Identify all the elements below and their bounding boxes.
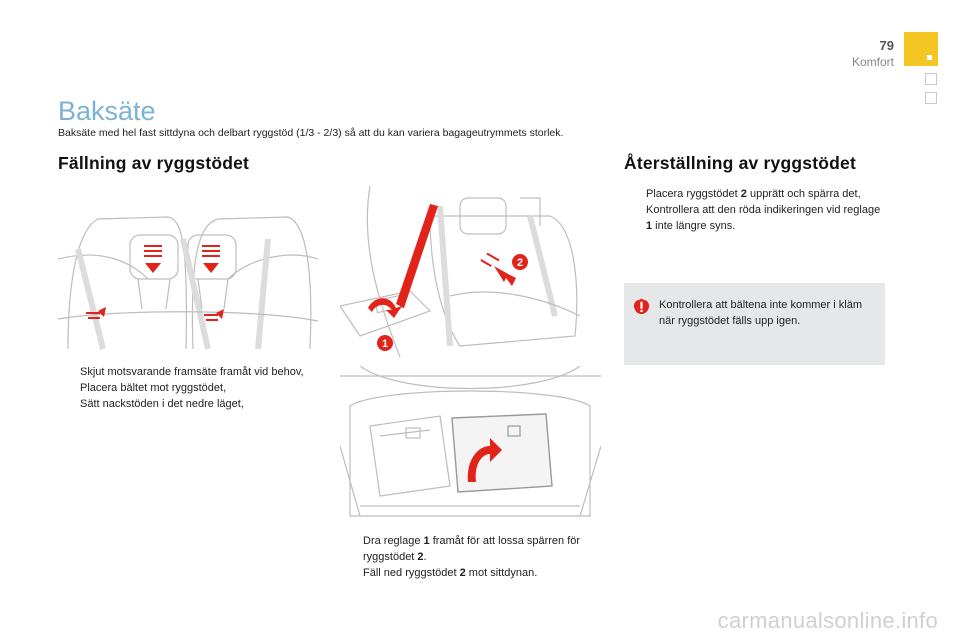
callout-label-2: 2 bbox=[517, 257, 523, 269]
callout-label-1: 1 bbox=[382, 338, 388, 350]
list-item: Placera ryggstödet 2 upprätt och spärra … bbox=[646, 188, 861, 200]
list-item: Dra reglage 1 framåt för att lossa spärr… bbox=[363, 535, 581, 563]
list-item: Fäll ned ryggstödet 2 mot sittdynan. bbox=[363, 567, 538, 579]
chapter-tab[interactable] bbox=[925, 92, 937, 104]
fold-steps-list: Skjut motsvarande framsäte framåt vid be… bbox=[58, 364, 308, 412]
list-item: Skjut motsvarande framsäte framåt vid be… bbox=[80, 366, 304, 378]
section-heading-restore: Återställning av ryggstödet bbox=[624, 153, 856, 173]
warning-note-text: Kontrollera att bältena inte kommer i kl… bbox=[659, 299, 862, 327]
illustration-headrests bbox=[58, 189, 318, 357]
illustration-folded-seat bbox=[340, 366, 601, 525]
list-item: Sätt nackstöden i det nedre läget, bbox=[80, 398, 244, 410]
restore-steps-list: Placera ryggstödet 2 upprätt och spärra … bbox=[624, 186, 888, 234]
page-title: Baksäte bbox=[58, 96, 156, 126]
watermark: carmanualsonline.info bbox=[717, 608, 938, 633]
chapter-tab-active[interactable] bbox=[904, 32, 938, 66]
page-number: 79 bbox=[879, 38, 894, 53]
section-label: Komfort bbox=[851, 55, 894, 69]
chapter-tab[interactable] bbox=[925, 73, 937, 85]
list-item: Kontrollera att den röda indikeringen vi… bbox=[646, 204, 881, 232]
warning-note-box bbox=[624, 283, 885, 365]
list-item: Placera bältet mot ryggstödet, bbox=[80, 382, 227, 394]
page-subtitle: Baksäte med hel fast sittdyna och delbar… bbox=[58, 127, 564, 139]
section-heading-fold: Fällning av ryggstödet bbox=[58, 153, 250, 173]
illustration-release-lever: 1 2 bbox=[340, 186, 601, 357]
warning-icon bbox=[633, 298, 650, 315]
release-steps-list: Dra reglage 1 framåt för att lossa spärr… bbox=[341, 533, 596, 581]
